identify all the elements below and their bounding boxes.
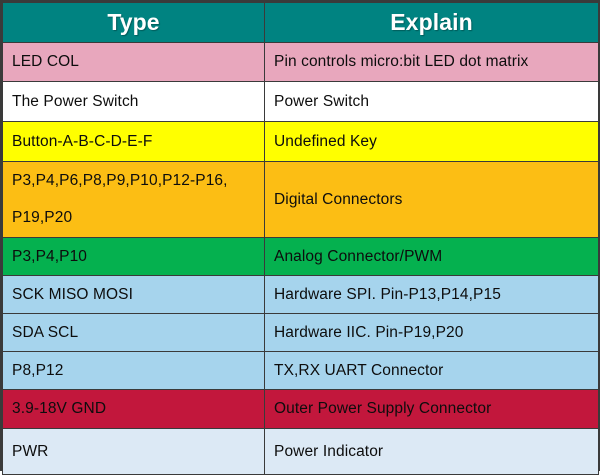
table-body: LED COL Pin controls micro:bit LED dot m… (2, 42, 599, 475)
cell-explain: Digital Connectors (264, 161, 599, 238)
column-header-type: Type (2, 2, 265, 43)
table-row: SDA SCL Hardware IIC. Pin-P19,P20 (2, 313, 599, 352)
cell-type: Button-A-B-C-D-E-F (2, 121, 265, 162)
cell-type-line-1: P3,P4,P6,P8,P9,P10,P12-P16, (12, 172, 228, 190)
cell-type: The Power Switch (2, 81, 265, 122)
cell-explain: Power Switch (264, 81, 599, 122)
table-row: PWR Power Indicator (2, 428, 599, 475)
table-row: 3.9-18V GND Outer Power Supply Connector (2, 389, 599, 429)
table-header: Type Explain (2, 2, 599, 43)
cell-type: SCK MISO MOSI (2, 275, 265, 314)
cell-explain: Pin controls micro:bit LED dot matrix (264, 42, 599, 82)
cell-type: P3,P4,P6,P8,P9,P10,P12-P16, P19,P20 (2, 161, 265, 238)
table-row: Button-A-B-C-D-E-F Undefined Key (2, 121, 599, 162)
table-row: LED COL Pin controls micro:bit LED dot m… (2, 42, 599, 82)
cell-type: SDA SCL (2, 313, 265, 352)
cell-type: PWR (2, 428, 265, 475)
cell-type-line-2: P19,P20 (12, 208, 73, 226)
table-row: P8,P12 TX,RX UART Connector (2, 351, 599, 390)
column-header-explain: Explain (264, 2, 599, 43)
cell-explain: Power Indicator (264, 428, 599, 475)
cell-explain: Analog Connector/PWM (264, 237, 599, 276)
table-row: The Power Switch Power Switch (2, 81, 599, 122)
cell-explain: Hardware SPI. Pin-P13,P14,P15 (264, 275, 599, 314)
cell-type: P3,P4,P10 (2, 237, 265, 276)
table-row: P3,P4,P6,P8,P9,P10,P12-P16, P19,P20 Digi… (2, 161, 599, 238)
table-row: P3,P4,P10 Analog Connector/PWM (2, 237, 599, 276)
cell-type: 3.9-18V GND (2, 389, 265, 429)
header-row: Type Explain (2, 2, 599, 43)
cell-explain: Hardware IIC. Pin-P19,P20 (264, 313, 599, 352)
cell-explain: Undefined Key (264, 121, 599, 162)
cell-explain: Outer Power Supply Connector (264, 389, 599, 429)
cell-type: LED COL (2, 42, 265, 82)
cell-type: P8,P12 (2, 351, 265, 390)
cell-explain: TX,RX UART Connector (264, 351, 599, 390)
table-row: SCK MISO MOSI Hardware SPI. Pin-P13,P14,… (2, 275, 599, 314)
